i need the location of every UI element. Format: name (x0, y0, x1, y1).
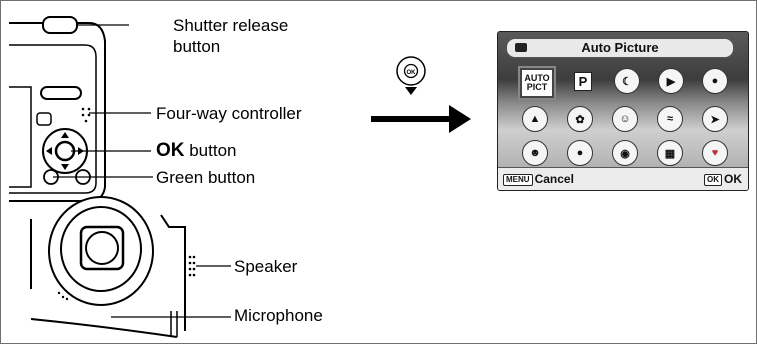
mode-kids[interactable]: ☻ (520, 140, 550, 166)
frame-icon: ▦ (657, 140, 683, 166)
camera-front-body (30, 214, 186, 338)
arrow-to-screen (371, 105, 471, 133)
mode-program[interactable]: P (568, 68, 598, 94)
portrait-icon: ☺ (612, 106, 638, 132)
ok-bold-text: OK (156, 140, 185, 161)
mode-food[interactable]: ● (565, 140, 595, 166)
label-microphone: Microphone (234, 306, 323, 325)
landscape-icon: ▲ (522, 106, 548, 132)
mode-button (40, 86, 82, 100)
mode-voice[interactable]: ● (700, 68, 730, 94)
strap-lug (170, 311, 178, 337)
mode-night-scene[interactable]: ☾ (612, 68, 642, 94)
mode-surf-snow[interactable]: ≈ (655, 106, 685, 132)
menu-key-icon: MENU (503, 174, 533, 186)
mode-movie[interactable]: ▶ (656, 68, 686, 94)
pet-icon: ◉ (612, 140, 638, 166)
food-icon: ● (567, 140, 593, 166)
label-speaker: Speaker (234, 257, 298, 276)
display-edge (9, 86, 32, 188)
voice-icon: ● (702, 68, 728, 94)
mode-row: ▲ ✿ ☺ ≈ ➤ (520, 106, 730, 132)
speaker-grille (188, 255, 196, 277)
heart-icon: ♥ (702, 140, 728, 166)
mode-heart[interactable]: ♥ (700, 140, 730, 166)
movie-icon: ▶ (658, 68, 684, 94)
screen-title: Auto Picture (581, 40, 659, 55)
camera-mode-icon (515, 43, 527, 52)
mode-flower[interactable]: ✿ (565, 106, 595, 132)
mode-frame-composite[interactable]: ▦ (655, 140, 685, 166)
controller-down-icon (396, 56, 426, 95)
shutter-release-button (42, 16, 78, 34)
mic-dots (57, 291, 69, 301)
mode-row: ☻ ● ◉ ▦ ♥ (520, 140, 730, 166)
night-scene-icon: ☾ (614, 68, 640, 94)
mode-portrait[interactable]: ☺ (610, 106, 640, 132)
playback-button (36, 112, 52, 126)
kids-icon: ☻ (522, 140, 548, 166)
mode-landscape[interactable]: ▲ (520, 106, 550, 132)
flower-icon: ✿ (567, 106, 593, 132)
ok-key-icon: OK (704, 174, 722, 186)
sport-icon: ➤ (702, 106, 728, 132)
ok-button-text: button (184, 141, 237, 160)
surf-snow-icon: ≈ (657, 106, 683, 132)
lens (48, 196, 154, 306)
label-four-way-controller: Four-way controller (156, 104, 302, 123)
mode-pet[interactable]: ◉ (610, 140, 640, 166)
label-ok-button: OK button (156, 140, 237, 161)
mode-sport[interactable]: ➤ (700, 106, 730, 132)
controller-ok-text: OK (407, 70, 417, 76)
four-way-controller (42, 128, 88, 174)
label-green-button: Green button (156, 168, 256, 187)
leader-lines (53, 24, 231, 318)
speaker-dots-back (81, 107, 91, 123)
screen-title-bar: Auto Picture (506, 38, 734, 58)
